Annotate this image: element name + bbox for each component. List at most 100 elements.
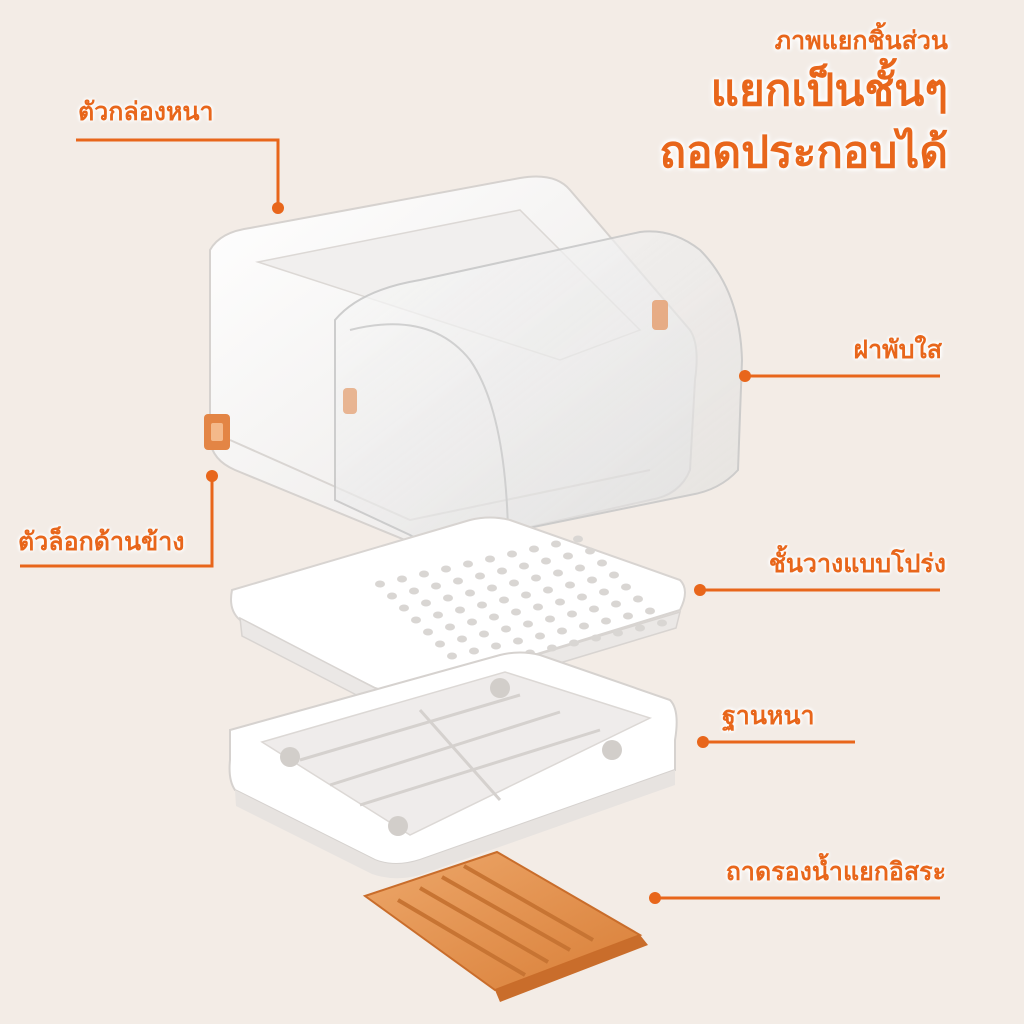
rack-vent-hole (465, 589, 475, 597)
callout-dot-lid (739, 370, 751, 382)
rack-vent-hole (579, 622, 589, 630)
rack-vent-hole (467, 618, 477, 626)
rack-vent-hole (545, 615, 555, 623)
rack-vent-hole (445, 623, 455, 631)
rack-vent-hole (635, 624, 645, 632)
rack-vent-hole (597, 559, 607, 567)
rack-vent-hole (601, 617, 611, 625)
rack-vent-hole (591, 634, 601, 642)
rack-vent-hole (533, 603, 543, 611)
rack-vent-hole (543, 586, 553, 594)
rack-vent-hole (565, 581, 575, 589)
rack-vent-hole (441, 565, 451, 573)
rack-vent-hole (419, 570, 429, 578)
callout-line-box (76, 138, 280, 208)
rack-vent-hole (375, 580, 385, 588)
rack-vent-hole (509, 579, 519, 587)
drip-tray (362, 850, 648, 1002)
callout-line-side-lock (20, 476, 214, 568)
thick-base (228, 651, 678, 879)
rack-vent-hole (569, 639, 579, 647)
rack-vent-hole (487, 584, 497, 592)
rack-vent-hole (621, 583, 631, 591)
label-tray: ถาดรองน้ำแยกอิสระ (725, 857, 946, 886)
rack-vent-hole (479, 630, 489, 638)
rack-vent-hole (453, 577, 463, 585)
rack-vent-hole (657, 619, 667, 627)
rack-vent-hole (535, 632, 545, 640)
rack-vent-hole (463, 560, 473, 568)
rack-vent-hole (567, 610, 577, 618)
rack-vent-hole (485, 555, 495, 563)
callout-dot-box (272, 202, 284, 214)
rack-vent-hole (455, 606, 465, 614)
callout-dot-side-lock (206, 470, 218, 482)
rack-vent-hole (573, 535, 583, 543)
rack-vent-hole (633, 595, 643, 603)
rack-vent-hole (489, 613, 499, 621)
rack-vent-hole (491, 642, 501, 650)
rack-vent-hole (475, 572, 485, 580)
rack-vent-hole (609, 571, 619, 579)
rack-vent-hole (551, 540, 561, 548)
rack-vent-hole (557, 627, 567, 635)
rack-vent-hole (547, 644, 557, 652)
rack-vent-hole (507, 550, 517, 558)
callout-dot-tray (649, 892, 661, 904)
headline-line-1: แยกเป็นชั้นๆ (710, 65, 948, 116)
callout-dots (206, 202, 751, 904)
rack-vent-hole (423, 628, 433, 636)
rack-vent-hole (563, 552, 573, 560)
rack-vent-hole (577, 593, 587, 601)
rack-vent-hole (645, 607, 655, 615)
rack-vent-hole (397, 575, 407, 583)
rack-vent-hole (431, 582, 441, 590)
rack-vent-hole (575, 564, 585, 572)
headline-line-2: ถอดประกอบได้ (659, 127, 948, 178)
rack-vent-hole (519, 562, 529, 570)
rack-vent-hole (421, 599, 431, 607)
label-side-lock: ตัวล็อกด้านข้าง (18, 527, 185, 556)
rack-vent-hole (589, 605, 599, 613)
rack-vent-hole (555, 598, 565, 606)
rack-vent-hole (513, 637, 523, 645)
label-rack: ชั้นวางแบบโปร่ง (768, 549, 946, 578)
rack-vent-hole (523, 620, 533, 628)
rack-vent-hole (511, 608, 521, 616)
side-lock-left (204, 414, 230, 450)
callout-dot-rack (694, 584, 706, 596)
rack-vent-hole (399, 604, 409, 612)
rack-vent-hole (435, 640, 445, 648)
label-clear-lid: ฝาพับใส (853, 335, 942, 364)
rack-vent-hole (553, 569, 563, 577)
rack-vent-hole (477, 601, 487, 609)
callout-dot-base (697, 736, 709, 748)
rack-vent-hole (387, 592, 397, 600)
rack-vent-hole (469, 647, 479, 655)
rack-vent-hole (611, 600, 621, 608)
rack-vent-hole (613, 629, 623, 637)
rack-vent-hole (599, 588, 609, 596)
label-base: ฐานหนา (722, 701, 815, 730)
rack-vent-hole (411, 616, 421, 624)
rack-vent-hole (529, 545, 539, 553)
rack-vent-hole (541, 557, 551, 565)
rack-vent-hole (497, 567, 507, 575)
rack-vent-hole (623, 612, 633, 620)
callout-lines (20, 138, 940, 900)
rack-vent-hole (521, 591, 531, 599)
rack-vent-hole (501, 625, 511, 633)
rack-vent-hole (531, 574, 541, 582)
rack-vent-hole (409, 587, 419, 595)
headline-small: ภาพแยกชิ้นส่วน (774, 26, 948, 55)
rack-vent-hole (443, 594, 453, 602)
label-box: ตัวกล่องหนา (78, 97, 214, 126)
rack-vent-hole (433, 611, 443, 619)
clear-lid (334, 230, 744, 545)
rack-vent-hole (447, 652, 457, 660)
rack-vent-hole (587, 576, 597, 584)
rack-vent-hole (499, 596, 509, 604)
headline: ภาพแยกชิ้นส่วน แยกเป็นชั้นๆ ถอดประกอบได้ (659, 22, 948, 184)
